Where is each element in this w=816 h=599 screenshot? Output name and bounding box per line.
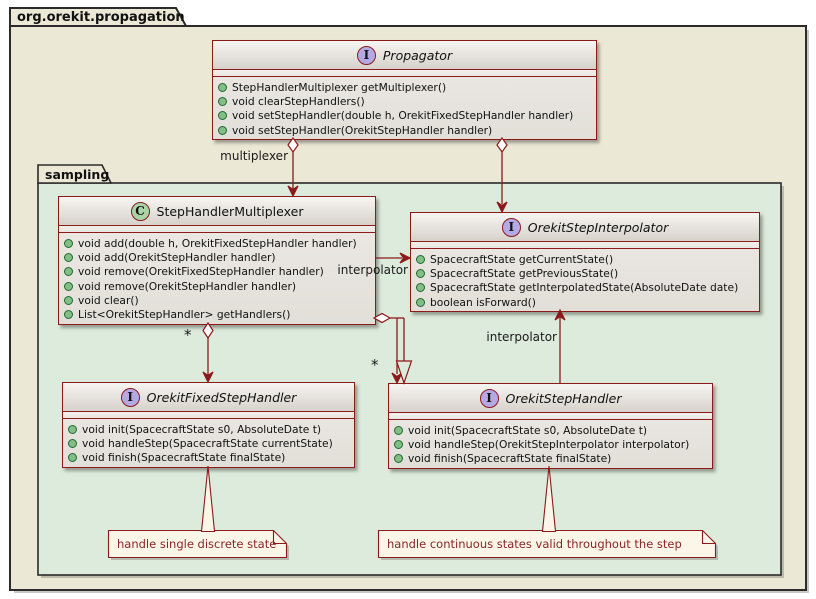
fields-compartment	[59, 226, 375, 233]
class-header-stephandlermultiplexer: C StepHandlerMultiplexer	[59, 197, 375, 226]
public-method-icon	[68, 438, 77, 448]
public-method-icon	[64, 238, 73, 248]
interface-icon: I	[120, 387, 140, 407]
public-method-icon	[394, 425, 403, 435]
method-row: void setStepHandler(OrekitStepHandler ha…	[218, 123, 592, 137]
public-method-icon	[416, 268, 425, 278]
public-method-icon	[416, 297, 425, 307]
method-row: void finish(SpacecraftState finalState)	[394, 452, 708, 466]
public-method-icon	[64, 252, 73, 262]
realization-triangle-stephandler	[395, 360, 413, 385]
arrowhead-down-fixedhandler	[202, 371, 214, 384]
methods-compartment: SpacecraftState getCurrentState() Spacec…	[411, 249, 759, 311]
method-row: SpacecraftState getCurrentState()	[416, 252, 755, 266]
class-name: OrekitStepInterpolator	[527, 219, 669, 235]
class-box-orekitstephandler: I OrekitStepHandler void init(Spacecraft…	[388, 383, 713, 469]
arrowhead-down-stephandler	[391, 372, 403, 385]
method-row: void handleStep(OrekitStepInterpolator i…	[394, 437, 708, 451]
method-row: void init(SpacecraftState s0, AbsoluteDa…	[68, 422, 350, 436]
public-method-icon	[64, 281, 73, 291]
methods-compartment: void add(double h, OrekitFixedStepHandle…	[59, 233, 375, 324]
method-row: List<OrekitStepHandler> getHandlers()	[64, 307, 371, 321]
public-method-icon	[64, 267, 73, 277]
public-method-icon	[64, 310, 73, 320]
arrowhead-down-interpolator	[496, 201, 508, 214]
class-header-orekitstephandler: I OrekitStepHandler	[389, 384, 712, 413]
method-row: void clear()	[64, 293, 371, 307]
interface-icon: I	[501, 217, 521, 237]
edge-label-multiplexer: multiplexer	[220, 149, 288, 163]
public-method-icon	[68, 424, 77, 434]
method-row: void init(SpacecraftState s0, AbsoluteDa…	[394, 423, 708, 437]
class-header-orekitfixedstephandler: I OrekitFixedStepHandler	[63, 383, 354, 412]
public-method-icon	[64, 295, 73, 305]
method-row: void finish(SpacecraftState finalState)	[68, 451, 350, 465]
public-method-icon	[218, 82, 227, 92]
methods-compartment: void init(SpacecraftState s0, AbsoluteDa…	[63, 419, 354, 467]
methods-compartment: void init(SpacecraftState s0, AbsoluteDa…	[389, 420, 712, 468]
public-method-icon	[218, 125, 227, 135]
aggregation-diamond-fixedhandler	[202, 321, 214, 340]
method-row: void handleStep(SpacecraftState currentS…	[68, 436, 350, 450]
outer-package-label: org.orekit.propagation	[17, 10, 185, 25]
method-row: SpacecraftState getPreviousState()	[416, 266, 755, 280]
class-box-orekitstepinterpolator: I OrekitStepInterpolator SpacecraftState…	[410, 212, 760, 313]
fields-compartment	[389, 413, 712, 420]
edge-label-interpolator-left: interpolator	[337, 263, 408, 277]
arrowhead-right-interpolator	[399, 252, 412, 264]
interface-icon: I	[479, 388, 499, 408]
class-header-propagator: I Propagator	[213, 41, 596, 70]
fields-compartment	[411, 242, 759, 249]
class-box-propagator: I Propagator StepHandlerMultiplexer getM…	[212, 40, 597, 141]
method-row: SpacecraftState getInterpolatedState(Abs…	[416, 281, 755, 295]
public-method-icon	[416, 254, 425, 264]
class-name: StepHandlerMultiplexer	[156, 203, 304, 219]
method-row: boolean isForward()	[416, 295, 755, 309]
note-connector-fixedhandler	[200, 465, 216, 533]
multiplicity-star-stephandler: *	[371, 356, 379, 374]
class-icon: C	[130, 201, 150, 221]
sampling-package-label: sampling	[45, 167, 110, 182]
class-name: OrekitStepHandler	[505, 390, 622, 406]
note-text-stephandler: handle continuous states valid throughou…	[387, 537, 682, 551]
methods-compartment: StepHandlerMultiplexer getMultiplexer() …	[213, 77, 596, 139]
class-box-stephandlermultiplexer: C StepHandlerMultiplexer void add(double…	[58, 196, 376, 325]
method-row: void setStepHandler(double h, OrekitFixe…	[218, 109, 592, 123]
public-method-icon	[218, 96, 227, 106]
multiplicity-star-fixedhandler: *	[184, 326, 192, 344]
method-row: void clearStepHandlers()	[218, 94, 592, 108]
class-name: Propagator	[382, 47, 453, 63]
public-method-icon	[394, 439, 403, 449]
public-method-icon	[394, 454, 403, 464]
aggregation-diamond-stephandler	[372, 312, 392, 324]
note-connector-stephandler	[541, 465, 557, 533]
note-text-fixedhandler: handle single discrete state	[117, 537, 277, 551]
class-header-orekitstepinterpolator: I OrekitStepInterpolator	[411, 213, 759, 242]
note-fold-icon	[701, 530, 716, 545]
class-name: OrekitFixedStepHandler	[146, 389, 297, 405]
method-row: void remove(OrekitStepHandler handler)	[64, 279, 371, 293]
edge-label-interpolator-right: interpolator	[486, 330, 557, 344]
method-row: void add(double h, OrekitFixedStepHandle…	[64, 236, 371, 250]
fields-compartment	[213, 70, 596, 77]
public-method-icon	[416, 283, 425, 293]
interface-icon: I	[356, 45, 376, 65]
class-box-orekitfixedstephandler: I OrekitFixedStepHandler void init(Space…	[62, 382, 355, 468]
public-method-icon	[68, 453, 77, 463]
arrowhead-down-multiplexer	[287, 185, 299, 198]
method-row: StepHandlerMultiplexer getMultiplexer()	[218, 80, 592, 94]
fields-compartment	[63, 412, 354, 419]
public-method-icon	[218, 111, 227, 121]
